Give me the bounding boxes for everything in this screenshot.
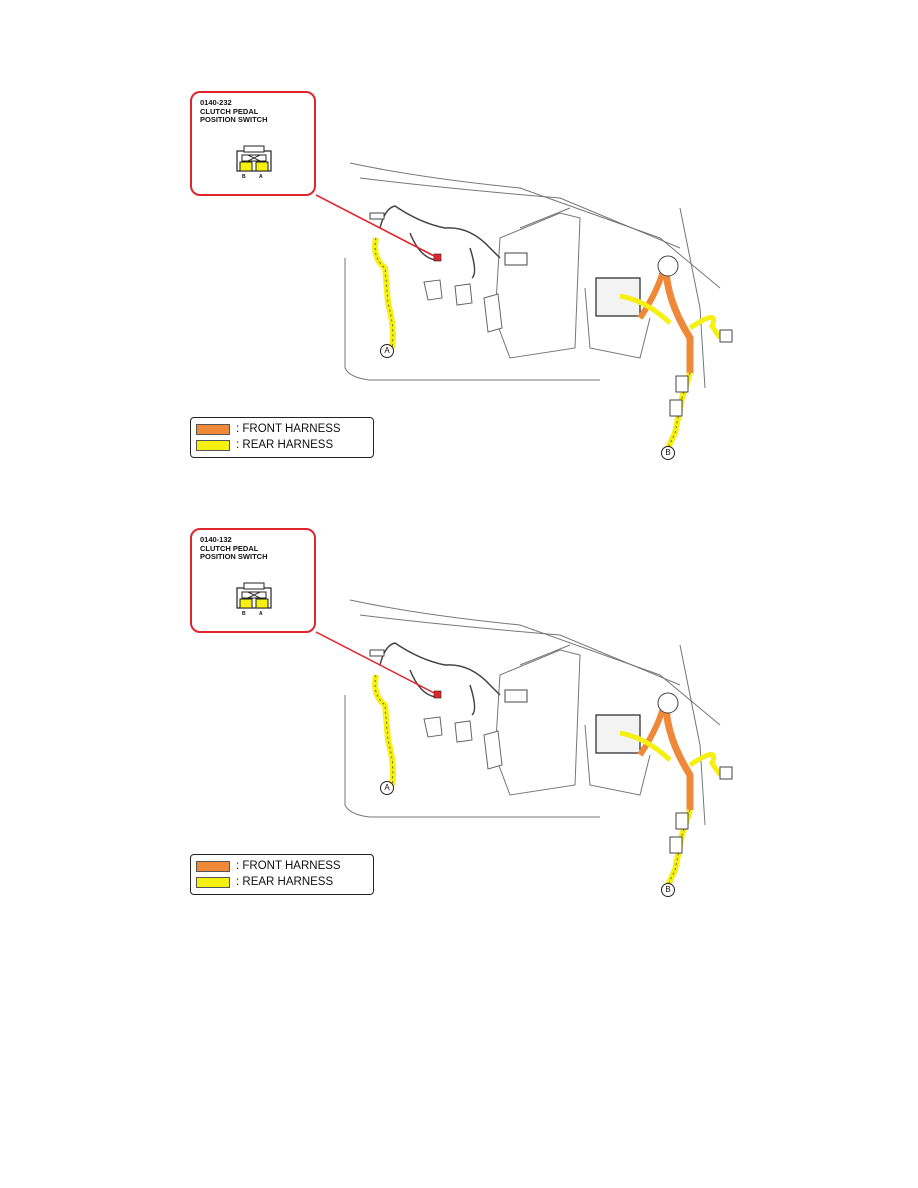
harness-legend: : FRONT HARNESS : REAR HARNESS bbox=[190, 854, 374, 895]
marker-a: A bbox=[380, 781, 394, 795]
marker-b: B bbox=[661, 446, 675, 460]
pin-a-label: A bbox=[259, 174, 263, 180]
rear-harness-swatch bbox=[196, 876, 230, 888]
connector-callout: 0140-232 CLUTCH PEDAL POSITION SWITCH B … bbox=[190, 91, 316, 196]
marker-b: B bbox=[661, 883, 675, 897]
front-harness-swatch bbox=[196, 423, 230, 435]
pin-b-label: B bbox=[242, 174, 246, 180]
connector-left bbox=[369, 212, 385, 220]
harness-legend: : FRONT HARNESS : REAR HARNESS bbox=[190, 417, 374, 458]
pedal-2 bbox=[454, 283, 473, 306]
vehicle-dash-drawing bbox=[315, 162, 733, 450]
legend-item-front: : FRONT HARNESS bbox=[196, 859, 341, 873]
front-harness-right bbox=[662, 262, 694, 373]
pedal-3 bbox=[483, 730, 503, 770]
vehicle-dash-drawing bbox=[315, 599, 733, 887]
legend-label: : FRONT HARNESS bbox=[236, 423, 341, 435]
dash-harness bbox=[379, 205, 501, 259]
legend-label: : FRONT HARNESS bbox=[236, 860, 341, 872]
legend-item-rear: : REAR HARNESS bbox=[196, 875, 333, 889]
legend-label: : REAR HARNESS bbox=[236, 876, 334, 888]
pin-b-label: B bbox=[242, 611, 246, 617]
legend-label: : REAR HARNESS bbox=[236, 439, 334, 451]
connector-name: CLUTCH PEDAL POSITION SWITCH bbox=[200, 107, 268, 124]
rear-harness-left bbox=[372, 674, 396, 786]
rear-harness-left bbox=[372, 237, 396, 349]
legend-item-rear: : REAR HARNESS bbox=[196, 438, 333, 452]
marker-a: A bbox=[380, 344, 394, 358]
legend-item-front: : FRONT HARNESS bbox=[196, 422, 341, 436]
connector-face-icon bbox=[236, 145, 272, 172]
harness-diagram-1: 0140-232 CLUTCH PEDAL POSITION SWITCH B … bbox=[0, 88, 918, 488]
pin-a-label: A bbox=[259, 611, 263, 617]
harness-diagram-2: 0140-132 CLUTCH PEDAL POSITION SWITCH B … bbox=[0, 525, 918, 925]
connector-callout: 0140-132 CLUTCH PEDAL POSITION SWITCH B … bbox=[190, 528, 316, 633]
connector-left bbox=[369, 649, 385, 657]
connector-code: 0140-132 bbox=[200, 535, 232, 544]
rear-harness-swatch bbox=[196, 439, 230, 451]
connector-face-icon bbox=[236, 582, 272, 609]
connector-code: 0140-232 bbox=[200, 98, 232, 107]
dash-harness bbox=[379, 642, 501, 696]
pedal-1 bbox=[423, 279, 443, 301]
front-harness-right bbox=[662, 699, 694, 810]
front-harness-swatch bbox=[196, 860, 230, 872]
connector-name: CLUTCH PEDAL POSITION SWITCH bbox=[200, 544, 268, 561]
pedal-3 bbox=[483, 293, 503, 333]
callout-leader bbox=[315, 631, 439, 696]
pedal-2 bbox=[454, 720, 473, 743]
pedal-1 bbox=[423, 716, 443, 738]
